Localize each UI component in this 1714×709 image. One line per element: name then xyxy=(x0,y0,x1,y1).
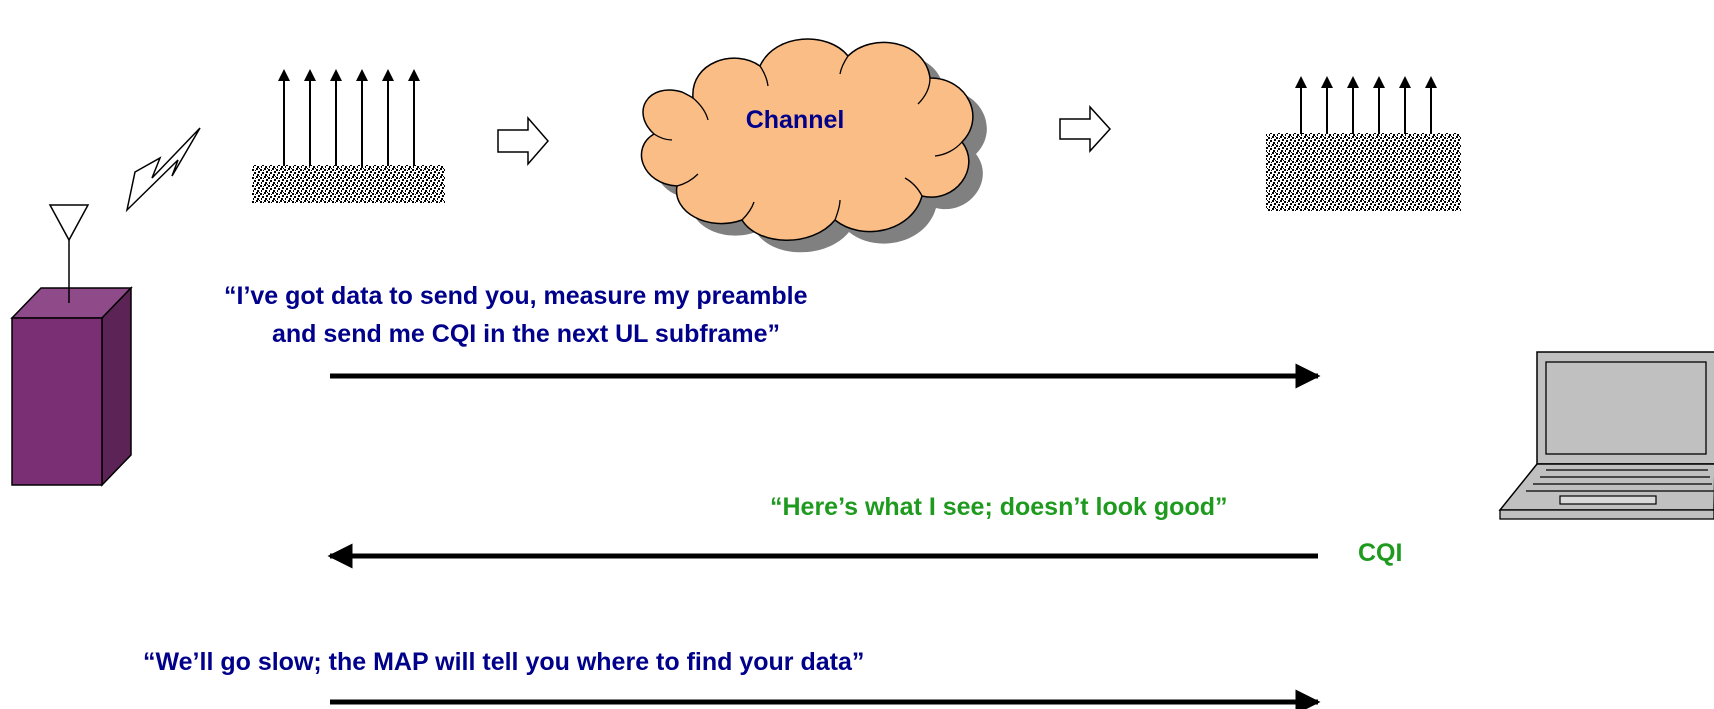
hollow-arrow-icon xyxy=(497,115,549,167)
tx-subcarrier-arrow-head xyxy=(356,69,368,81)
message-3: “We’ll go slow; the MAP will tell you wh… xyxy=(143,648,1321,709)
cloud-icon: Channel xyxy=(640,38,987,253)
tx-subcarrier-arrow-head xyxy=(408,69,420,81)
rx-subcarrier-arrow-head xyxy=(1295,76,1307,88)
message-2: “Here’s what I see; doesn’t look good” C… xyxy=(327,493,1402,569)
rx-subcarrier-arrow-head xyxy=(1399,76,1411,88)
message-3-line-1: “We’ll go slow; the MAP will tell you wh… xyxy=(143,648,864,676)
rx-subcarrier-arrow-head xyxy=(1425,76,1437,88)
message-1-line-1: “I’ve got data to send you, measure my p… xyxy=(224,282,808,310)
message-1-line-2: and send me CQI in the next UL subframe” xyxy=(272,320,780,348)
rx-signal-icon xyxy=(1266,76,1461,211)
rx-subcarrier-arrow-head xyxy=(1373,76,1385,88)
message-1: “I’ve got data to send you, measure my p… xyxy=(224,282,1321,389)
cqi-label: CQI xyxy=(1358,539,1402,567)
antenna-icon xyxy=(48,204,90,303)
rx-subcarrier-arrow-head xyxy=(1347,76,1359,88)
tx-subcarrier-arrow-head xyxy=(330,69,342,81)
channel-label: Channel xyxy=(746,106,845,134)
hollow-arrow-icon xyxy=(1059,105,1112,153)
rx-subcarrier-arrow-head xyxy=(1321,76,1333,88)
message-2-line-1: “Here’s what I see; doesn’t look good” xyxy=(770,493,1227,521)
tx-subcarrier-arrow-head xyxy=(278,69,290,81)
lightning-icon xyxy=(125,127,201,213)
tx-subcarrier-arrow-head xyxy=(304,69,316,81)
base-station-icon xyxy=(10,286,133,487)
laptop-icon xyxy=(1498,351,1714,520)
tx-signal-icon xyxy=(252,69,445,203)
tx-subcarrier-arrow-head xyxy=(382,69,394,81)
